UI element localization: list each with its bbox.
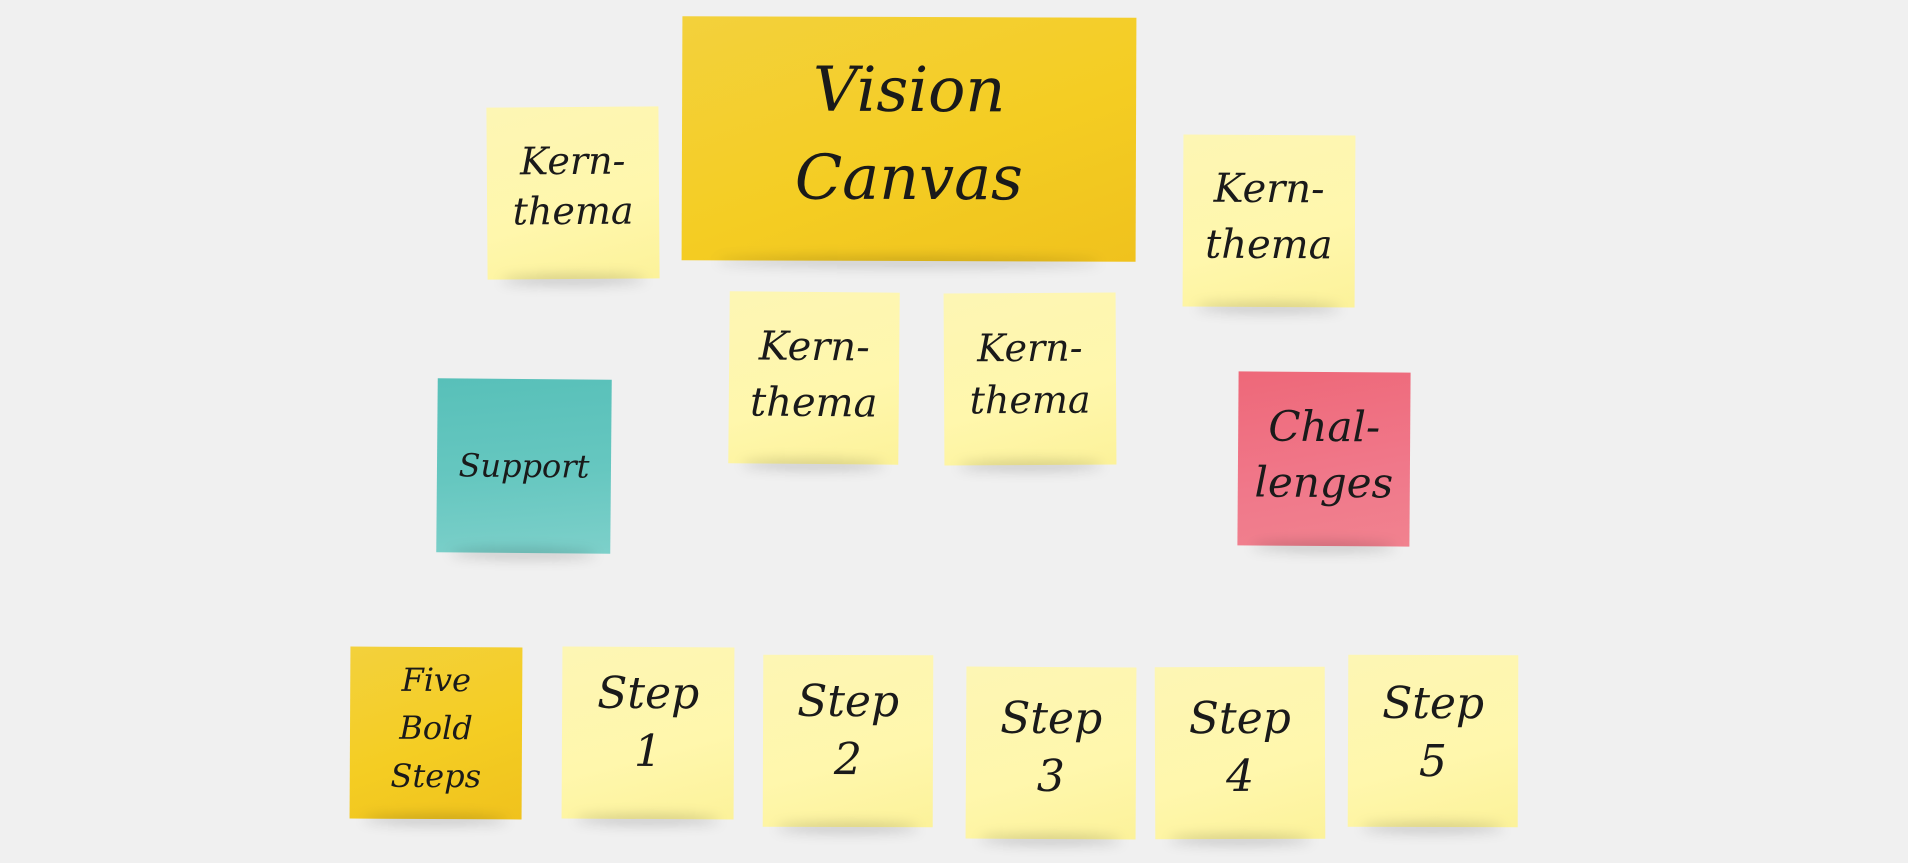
sticky-note-step-2[interactable]: Step 2	[762, 654, 934, 828]
note-line: lenges	[1254, 457, 1394, 508]
note-line: thema	[512, 188, 634, 234]
note-line: Vision	[812, 52, 1006, 127]
note-line: 2	[833, 733, 863, 786]
note-line: thema	[1205, 221, 1333, 269]
note-text: Kern- thema	[1205, 161, 1333, 274]
sticky-note-vision-canvas[interactable]: Vision Canvas	[681, 16, 1137, 262]
note-text: Step 4	[1189, 690, 1291, 806]
note-text: Kern- thema	[969, 322, 1091, 427]
sticky-note-support[interactable]: Support	[436, 378, 612, 554]
sticky-note-kernthema-2[interactable]: Kern- thema	[1182, 134, 1356, 308]
note-line: 3	[1036, 750, 1066, 803]
note-text: Five Bold Steps	[390, 656, 481, 800]
note-text: Chal- lenges	[1254, 399, 1393, 512]
note-text: Step 1	[597, 665, 700, 782]
sticky-note-step-3[interactable]: Step 3	[965, 666, 1137, 840]
note-line: Kern-	[519, 138, 626, 184]
note-line: thema	[749, 379, 878, 427]
sticky-note-step-1[interactable]: Step 1	[561, 646, 735, 820]
note-line: Step	[1000, 692, 1103, 745]
sticky-note-kernthema-4[interactable]: Kern- thema	[943, 292, 1117, 466]
note-line: 4	[1225, 750, 1255, 803]
note-line: thema	[969, 377, 1091, 423]
note-line: 1	[633, 725, 663, 778]
note-line: 5	[1418, 735, 1448, 788]
note-line: Step	[1188, 692, 1291, 745]
note-line: Chal-	[1268, 401, 1381, 452]
note-text: Kern- thema	[512, 136, 634, 237]
note-line: Steps	[390, 756, 482, 796]
sticky-note-kernthema-1[interactable]: Kern- thema	[486, 106, 660, 280]
note-line: Support	[458, 446, 590, 486]
note-text: Support	[458, 445, 589, 486]
note-line: Kern-	[1213, 165, 1325, 213]
sticky-note-five-bold-steps[interactable]: Five Bold Steps	[349, 646, 523, 820]
note-text: Step 2	[797, 673, 899, 789]
note-text: Step 5	[1382, 675, 1484, 791]
note-line: Step	[1382, 677, 1485, 730]
note-line: Kern-	[977, 325, 1083, 371]
note-text: Step 3	[1000, 690, 1103, 807]
sticky-note-step-4[interactable]: Step 4	[1154, 666, 1326, 840]
note-line: Five	[401, 660, 472, 700]
note-line: Bold	[399, 708, 473, 748]
note-line: Step	[597, 667, 700, 720]
note-text: Vision Canvas	[795, 46, 1024, 223]
sticky-note-challenges[interactable]: Chal- lenges	[1237, 371, 1411, 547]
note-line: Step	[797, 675, 900, 728]
note-text: Kern- thema	[750, 318, 878, 431]
sticky-note-kernthema-3[interactable]: Kern- thema	[728, 291, 900, 465]
note-line: Kern-	[758, 323, 870, 371]
sticky-note-step-5[interactable]: Step 5	[1347, 654, 1519, 828]
note-line: Canvas	[794, 140, 1024, 215]
